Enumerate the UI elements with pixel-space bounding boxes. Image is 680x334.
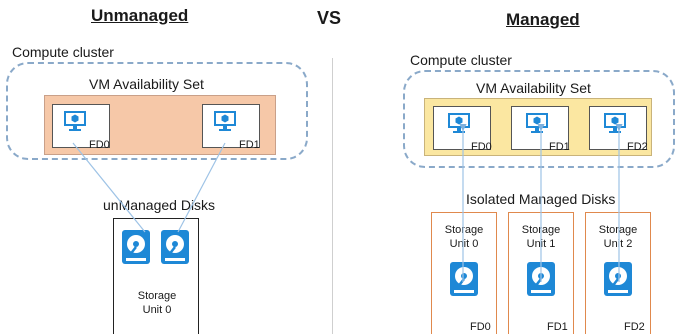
storage-label-line2: Unit 0: [449, 238, 479, 250]
right-storage-unit-2: Storage Unit 2 FD2: [585, 212, 651, 334]
storage-label-line1: Storage: [598, 224, 638, 236]
storage-label-line2: Unit 2: [603, 238, 633, 250]
center-divider: [332, 58, 333, 334]
vm-icon: [63, 109, 87, 138]
left-storage-unit: Storage Unit 0: [113, 218, 199, 334]
right-avset-label: VM Availability Set: [476, 80, 591, 96]
right-disks-label: Isolated Managed Disks: [466, 191, 616, 207]
right-vm-fd1: FD1: [511, 106, 570, 153]
left-cluster-label: Compute cluster: [12, 44, 114, 60]
vm-icon: [447, 111, 471, 140]
managed-title: Managed: [506, 10, 580, 29]
storage-label-line2: Unit 1: [526, 238, 556, 250]
disk-icon: [603, 261, 633, 302]
storage-label-line1: Storage: [137, 290, 177, 302]
disk-icon: [526, 261, 556, 302]
left-vm-fd1: FD1: [202, 104, 260, 151]
fd-label: FD1: [239, 139, 260, 151]
storage-label-line2: Unit 0: [142, 304, 172, 316]
disk-icon: [160, 229, 190, 270]
fd-label: FD0: [471, 141, 492, 153]
disk-icon: [449, 261, 479, 302]
vm-icon: [603, 111, 627, 140]
fd-label: FD0: [470, 321, 491, 333]
left-disks-label: unManaged Disks: [103, 197, 216, 213]
right-vm-fd2: FD2: [589, 106, 648, 153]
fd-label: FD1: [547, 321, 568, 333]
disk-icon: [121, 229, 151, 270]
vs-label: VS: [317, 8, 342, 28]
fd-label: FD2: [627, 141, 648, 153]
fd-label: FD1: [549, 141, 570, 153]
left-vm-fd0: FD0: [52, 104, 110, 151]
storage-label-line1: Storage: [521, 224, 561, 236]
unmanaged-title: Unmanaged: [91, 6, 189, 25]
fd-label: FD0: [89, 139, 110, 151]
storage-label-line1: Storage: [444, 224, 484, 236]
left-avset-label: VM Availability Set: [89, 76, 204, 92]
right-storage-unit-0: Storage Unit 0 FD0: [431, 212, 497, 334]
right-vm-fd0: FD0: [433, 106, 492, 153]
vm-icon: [525, 111, 549, 140]
right-compute-cluster: [403, 70, 675, 168]
vm-icon: [213, 109, 237, 138]
left-compute-cluster: [6, 62, 308, 160]
fd-label: FD2: [624, 321, 645, 333]
right-cluster-label: Compute cluster: [410, 52, 512, 68]
right-storage-unit-1: Storage Unit 1 FD1: [508, 212, 574, 334]
